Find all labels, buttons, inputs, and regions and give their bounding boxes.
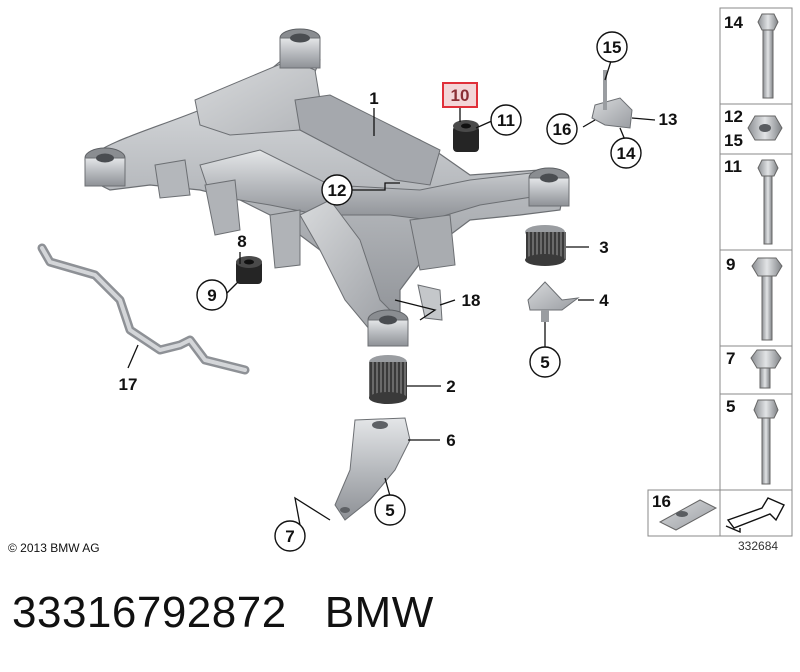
bracket-18 [417, 284, 443, 321]
svg-text:14: 14 [617, 144, 636, 163]
rubber-mount-3 [525, 225, 566, 266]
svg-text:17: 17 [119, 375, 138, 394]
bolt-7-image [750, 349, 782, 389]
svg-text:15: 15 [724, 131, 743, 150]
svg-text:2: 2 [446, 377, 455, 396]
bracket-13 [591, 70, 633, 129]
svg-text:9: 9 [207, 286, 216, 305]
bolt-14-image [757, 13, 779, 99]
svg-text:1: 1 [369, 89, 378, 108]
copyright-notice: © 2013 BMW AG [8, 541, 100, 555]
svg-text:4: 4 [599, 291, 609, 310]
bolt-9-image [751, 257, 783, 341]
svg-text:6: 6 [446, 431, 455, 450]
diagram-reference-number: 332684 [738, 539, 779, 553]
part-number: 33316792872 [12, 588, 287, 637]
callout-10[interactable]: 10 [442, 82, 478, 108]
callout-14: 14 [610, 137, 642, 169]
svg-text:13: 13 [659, 110, 678, 129]
callout-13: 13 [659, 110, 678, 129]
svg-text:15: 15 [603, 38, 622, 57]
callout-1: 1 [369, 89, 378, 108]
callout-7: 7 [274, 520, 306, 552]
bolt-11-image [757, 159, 779, 245]
callout-15: 15 [596, 31, 628, 63]
callout-18: 18 [462, 291, 481, 310]
stabilizer-bar [37, 243, 250, 375]
callout-9: 9 [196, 279, 228, 311]
svg-text:14: 14 [724, 13, 743, 32]
svg-text:5: 5 [385, 501, 394, 520]
callout-12: 12 [321, 174, 353, 206]
support-mount-4 [527, 281, 580, 322]
svg-text:8: 8 [237, 232, 246, 251]
callout-6: 6 [446, 431, 455, 450]
bushing-10 [453, 120, 479, 152]
svg-text:9: 9 [726, 255, 735, 274]
svg-text:11: 11 [724, 157, 742, 176]
nut-12-15-image [747, 115, 783, 141]
svg-text:7: 7 [726, 349, 735, 368]
brand-name: BMW [324, 588, 434, 637]
svg-text:5: 5 [726, 397, 735, 416]
svg-text:12: 12 [724, 107, 743, 126]
rubber-mount-2 [369, 355, 407, 404]
support-bracket-6 [334, 417, 411, 521]
svg-text:12: 12 [328, 181, 347, 200]
callout-2: 2 [446, 377, 455, 396]
svg-text:16: 16 [553, 120, 572, 139]
svg-text:11: 11 [497, 111, 515, 130]
bolt-5-image [753, 399, 779, 485]
svg-text:18: 18 [462, 291, 481, 310]
svg-text:10: 10 [451, 86, 470, 105]
svg-text:5: 5 [540, 353, 549, 372]
callout-5-lower: 5 [374, 494, 406, 526]
callout-11: 11 [490, 104, 522, 136]
callout-8: 8 [237, 232, 246, 251]
callout-16: 16 [546, 113, 578, 145]
svg-text:7: 7 [285, 527, 294, 546]
callout-3: 3 [599, 238, 608, 257]
callout-5-upper: 5 [529, 346, 561, 378]
svg-text:16: 16 [652, 492, 671, 511]
svg-text:3: 3 [599, 238, 608, 257]
callout-17: 17 [119, 375, 138, 394]
part-number-caption: 33316792872 BMW [12, 588, 434, 638]
bracket-16-image [658, 499, 718, 531]
callout-4: 4 [599, 291, 609, 310]
bushing-9 [236, 256, 262, 284]
fastener-sidebar: 14 12 15 11 9 7 5 16 [647, 7, 793, 537]
arrow-symbol-icon [725, 497, 785, 534]
